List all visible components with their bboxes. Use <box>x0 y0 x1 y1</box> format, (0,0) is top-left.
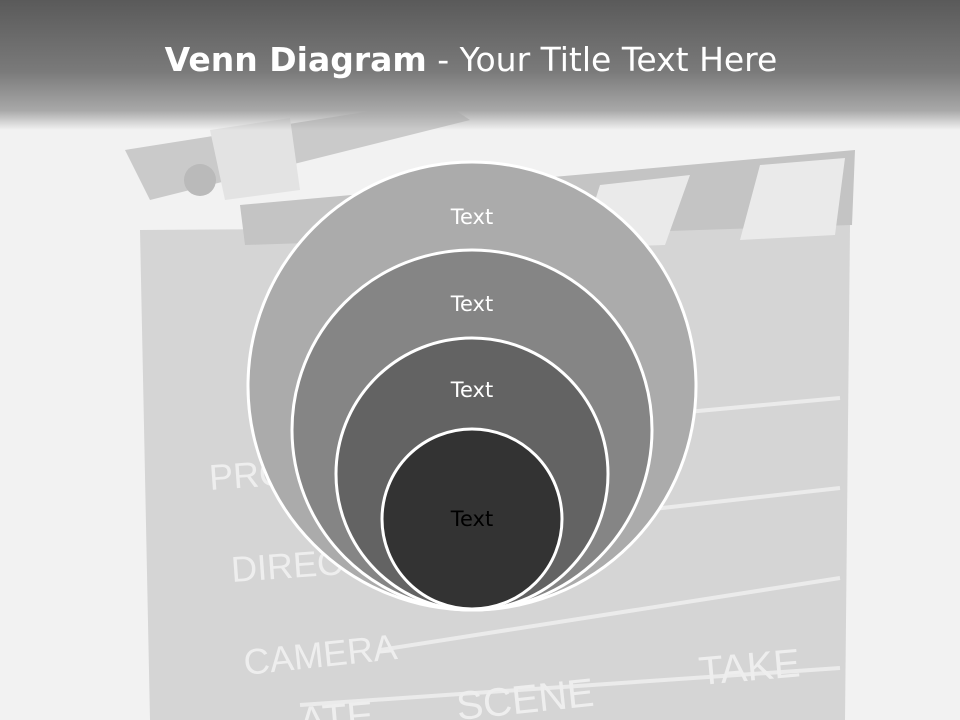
board-line <box>299 666 841 707</box>
clapper-stripe <box>210 118 300 200</box>
clapper-stripe <box>740 158 845 240</box>
board-label: TAKE <box>697 641 802 694</box>
venn-label-inner: Text <box>450 507 493 531</box>
slide-title: Venn Diagram - Your Title Text Here <box>0 40 942 79</box>
title-rest: - Your Title Text Here <box>426 40 778 79</box>
venn-label-second: Text <box>450 292 493 316</box>
title-bold: Venn Diagram <box>164 40 427 79</box>
title-bar: Venn Diagram - Your Title Text Here <box>0 0 960 130</box>
venn-circle-inner <box>380 427 564 611</box>
hinge-bolt <box>184 164 216 196</box>
venn-label-third: Text <box>450 378 493 402</box>
board-label: ATE <box>297 694 375 720</box>
board-line <box>379 576 841 652</box>
venn-label-outer: Text <box>450 205 493 229</box>
